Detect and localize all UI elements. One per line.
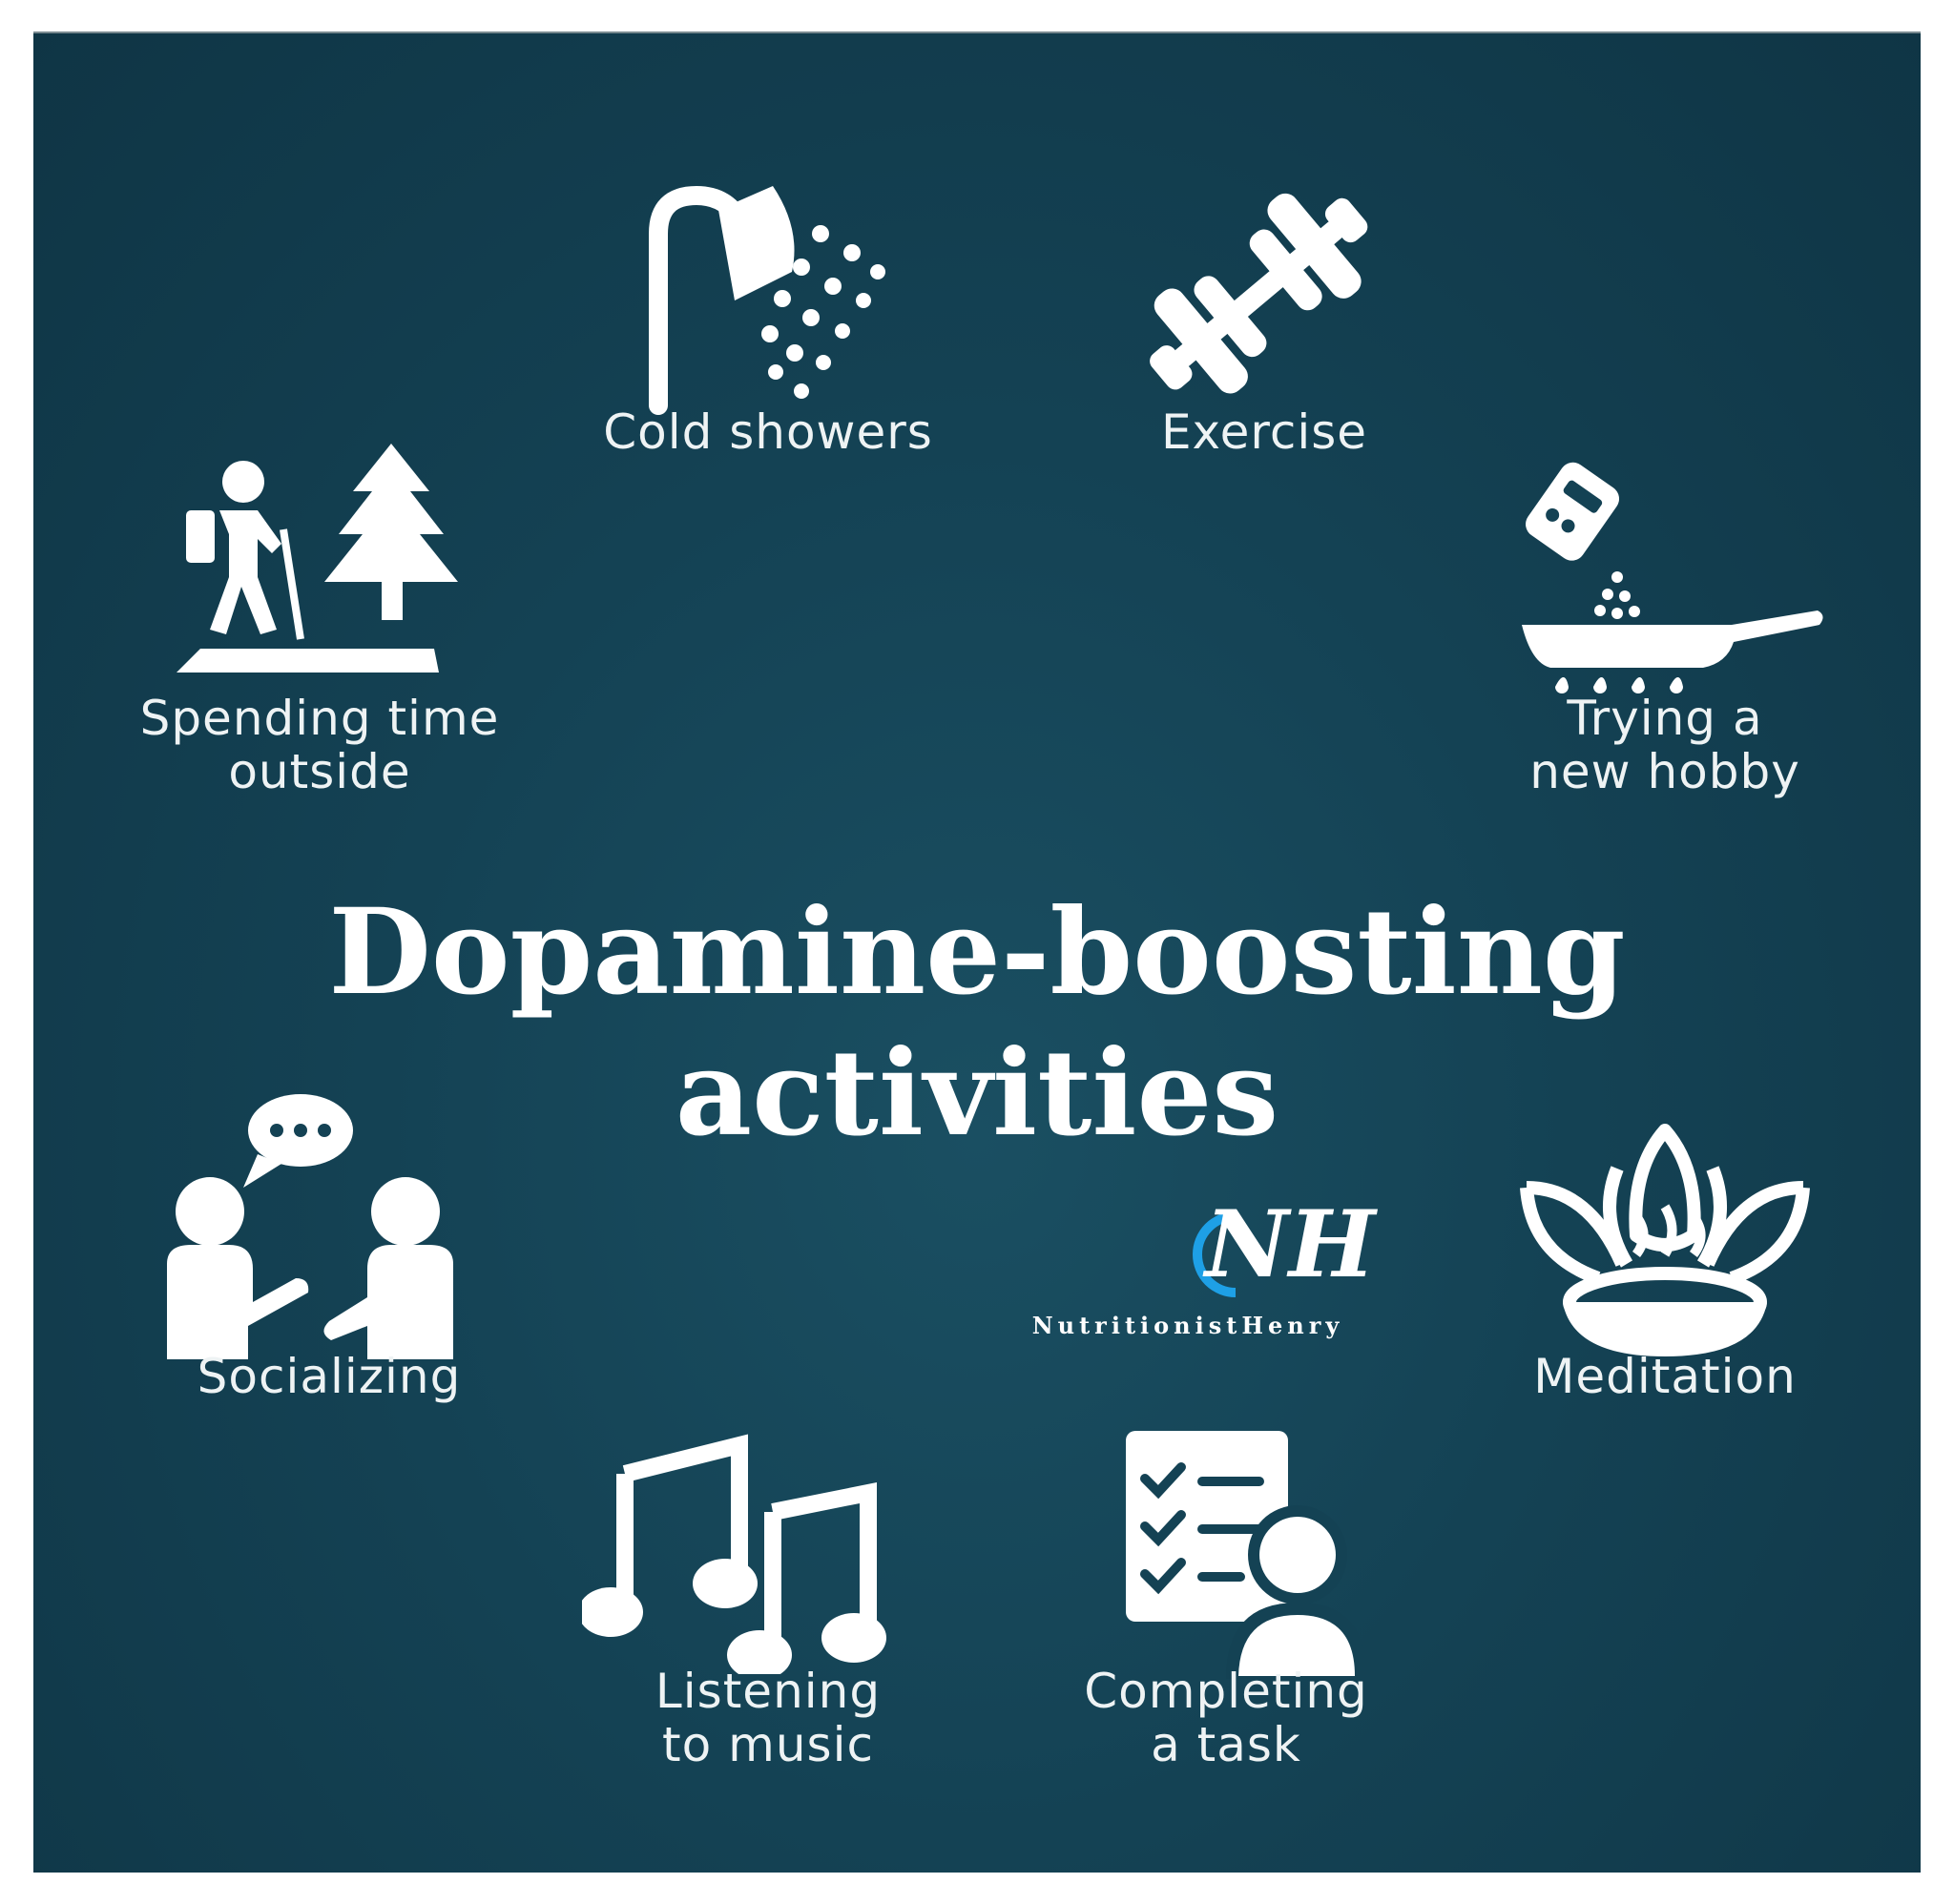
logo: NH NutritionistHenry (978, 1197, 1398, 1350)
frying-pan-icon (1512, 453, 1827, 711)
cold-showers-label: Cold showers (603, 404, 933, 460)
meditation-label: Meditation (1533, 1349, 1797, 1404)
music-notes-icon (578, 1417, 887, 1680)
hiker-tree-icon (177, 444, 463, 701)
title-line-1: Dopamine-boosting (328, 883, 1626, 1022)
logo-mark: NH (1205, 1190, 1376, 1298)
exercise-label: Exercise (1160, 404, 1368, 460)
listening-music-label: Listening to music (655, 1664, 882, 1772)
spending-time-outside-label: Spending time outside (139, 691, 500, 799)
title-line-2: activities (675, 1024, 1279, 1163)
dumbbell-icon (1131, 176, 1398, 424)
logo-text: NutritionistHenry (1031, 1312, 1344, 1339)
people-talking-icon (167, 1083, 453, 1359)
completing-task-label: Completing a task (1084, 1664, 1368, 1772)
shower-icon (606, 157, 892, 424)
infographic-panel: Cold showers Exercise (33, 31, 1921, 1873)
socializing-label: Socializing (197, 1349, 462, 1404)
lotus-icon (1512, 1111, 1818, 1369)
new-hobby-label: Trying a new hobby (1529, 691, 1800, 799)
checklist-person-icon (1116, 1426, 1365, 1684)
page-title: Dopamine-boosting activities (33, 882, 1921, 1165)
